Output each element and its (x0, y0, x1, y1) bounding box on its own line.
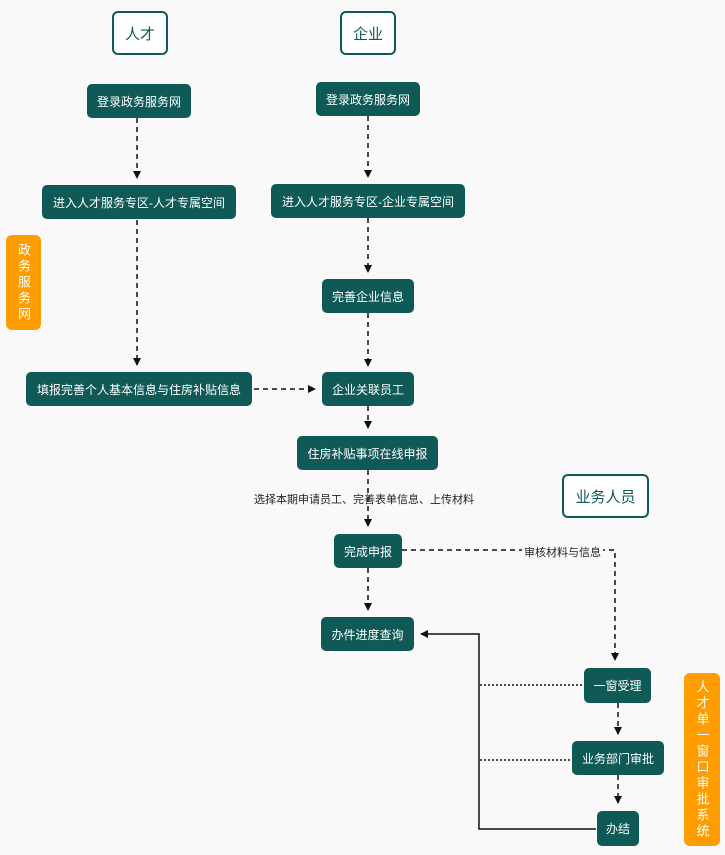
node-ent-zone: 进入人才服务专区-企业专属空间 (271, 184, 465, 218)
node-progress: 办件进度查询 (321, 617, 414, 651)
side-gov-portal: 政务服务网 (6, 235, 41, 330)
label-apply-step: 选择本期申请员工、完善表单信息、上传材料 (254, 494, 474, 506)
node-talent-zone: 进入人才服务专区-人才专属空间 (42, 185, 236, 219)
node-ent-login: 登录政务服务网 (316, 82, 420, 116)
node-accept: 一窗受理 (584, 668, 651, 703)
node-apply: 住房补贴事项在线申报 (297, 436, 438, 470)
role-talent: 人才 (112, 11, 168, 55)
label-review: 审核材料与信息 (522, 544, 603, 560)
side-talent-window: 人才单一窗口审批系统 (684, 673, 720, 846)
node-dept-approve: 业务部门审批 (572, 741, 664, 775)
node-talent-login: 登录政务服务网 (87, 84, 191, 118)
node-ent-info: 完善企业信息 (322, 279, 414, 313)
role-staff: 业务人员 (562, 474, 649, 518)
arrow-done-to-progress (420, 630, 596, 830)
node-done: 办结 (597, 811, 639, 846)
arrow-finish-to-accept (402, 549, 619, 661)
node-talent-fill: 填报完善个人基本信息与住房补贴信息 (26, 372, 252, 406)
role-enterprise: 企业 (340, 11, 396, 55)
node-ent-link: 企业关联员工 (322, 372, 414, 406)
node-finish-apply: 完成申报 (334, 534, 402, 568)
